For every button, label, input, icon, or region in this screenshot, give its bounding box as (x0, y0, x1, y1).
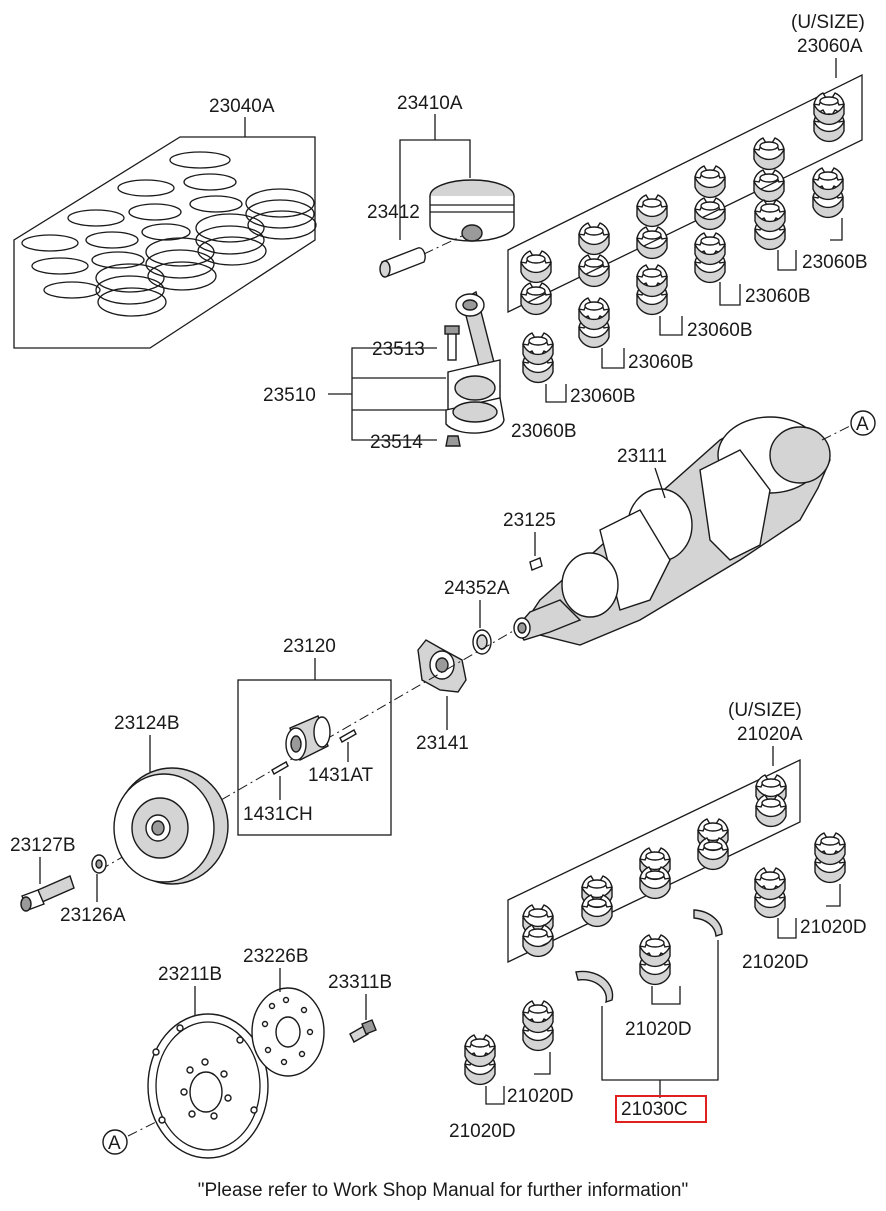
label-23060A: 23060A (797, 36, 863, 57)
label-23125: 23125 (503, 510, 556, 531)
crankshaft (513, 416, 831, 646)
label-21020D-5: 21020D (449, 1121, 516, 1142)
label-23514: 23514 (370, 432, 423, 453)
label-1431AT: 1431AT (308, 765, 374, 786)
label-23040A: 23040A (209, 96, 275, 117)
label-usize-top: (U/SIZE) (791, 12, 865, 33)
con-rod-bearing-set-box (507, 73, 863, 314)
label-23211B: 23211B (158, 964, 222, 985)
label-24352A: 24352A (444, 578, 510, 599)
label-23410A: 23410A (397, 93, 463, 114)
con-rod-bearing-shell-3 (694, 232, 741, 306)
label-23060B-4: 23060B (628, 352, 694, 373)
highlight-21030C (615, 1095, 707, 1123)
pulley-bolt (20, 875, 75, 912)
label-23060B-6: 23060B (511, 421, 577, 442)
label-21020D-4: 21020D (507, 1086, 574, 1107)
thrust-washer-right (693, 909, 723, 937)
adapter-plate (251, 987, 325, 1077)
label-23311B: 23311B (328, 972, 392, 993)
main-bearing-shell-4 (522, 1000, 554, 1075)
label-23060B-3: 23060B (687, 320, 753, 341)
con-rod-bearing-shell-2 (754, 199, 797, 271)
ref-a-bottom: A (102, 1129, 128, 1155)
footer-note: "Please refer to Work Shop Manual for fu… (198, 1180, 688, 1201)
crank-sensor-wheel (417, 639, 467, 693)
crank-key (529, 557, 543, 571)
thrust-washer-left (575, 970, 614, 1004)
con-rod-bearing-shell-1 (812, 167, 844, 241)
piston (429, 179, 515, 242)
label-23513: 23513 (372, 339, 425, 360)
connecting-rod (444, 290, 505, 447)
label-23111: 23111 (617, 446, 667, 467)
con-rod-bearing-shell-6 (522, 332, 567, 403)
label-1431CH: 1431CH (243, 804, 313, 825)
label-21020A: 21020A (737, 724, 803, 745)
label-23060B-5: 23060B (570, 386, 636, 407)
ref-a-top: A (850, 410, 876, 436)
piston-pin (379, 235, 463, 278)
sprocket-key-1431CH (271, 761, 289, 775)
label-21020D-3: 21020D (625, 1019, 692, 1040)
piston-ring-set (13, 136, 317, 349)
con-rod-bearing-set (520, 92, 845, 316)
con-rod-bearing-shell-5 (578, 297, 625, 369)
main-bearing-set-box (507, 758, 801, 964)
label-21020D-1: 21020D (800, 917, 867, 938)
label-23226B: 23226B (243, 946, 309, 967)
crank-pulley (113, 767, 229, 885)
label-23126A: 23126A (60, 905, 126, 926)
svg-text:A: A (856, 414, 869, 435)
flex-plate (147, 1013, 269, 1159)
label-21030C: 21030C (621, 1099, 688, 1120)
main-bearing-shell-5 (464, 1034, 505, 1105)
label-23127B: 23127B (10, 835, 76, 856)
con-rod-bearing-shell-4 (636, 264, 683, 336)
label-23120: 23120 (283, 636, 336, 657)
label-21020D-2: 21020D (742, 952, 809, 973)
main-bearing-shell-2 (754, 867, 797, 939)
label-usize-bottom: (U/SIZE) (728, 700, 802, 721)
label-23510: 23510 (263, 385, 316, 406)
label-23060B-2: 23060B (745, 286, 811, 307)
main-bearing-shell-1 (814, 832, 846, 907)
main-bearing-set (522, 774, 787, 958)
label-23124B: 23124B (114, 713, 180, 734)
label-23141: 23141 (416, 733, 469, 754)
crank-sprocket (285, 715, 331, 761)
svg-text:A: A (108, 1133, 121, 1154)
sprocket-key-1431AT (339, 729, 357, 743)
timing-sprocket-ring (472, 629, 492, 655)
pulley-washer (91, 854, 107, 874)
label-23060B-1: 23060B (802, 252, 868, 273)
label-23412: 23412 (367, 202, 420, 223)
flex-plate-bolt (349, 1019, 377, 1043)
main-bearing-shell-3 (639, 934, 681, 1005)
